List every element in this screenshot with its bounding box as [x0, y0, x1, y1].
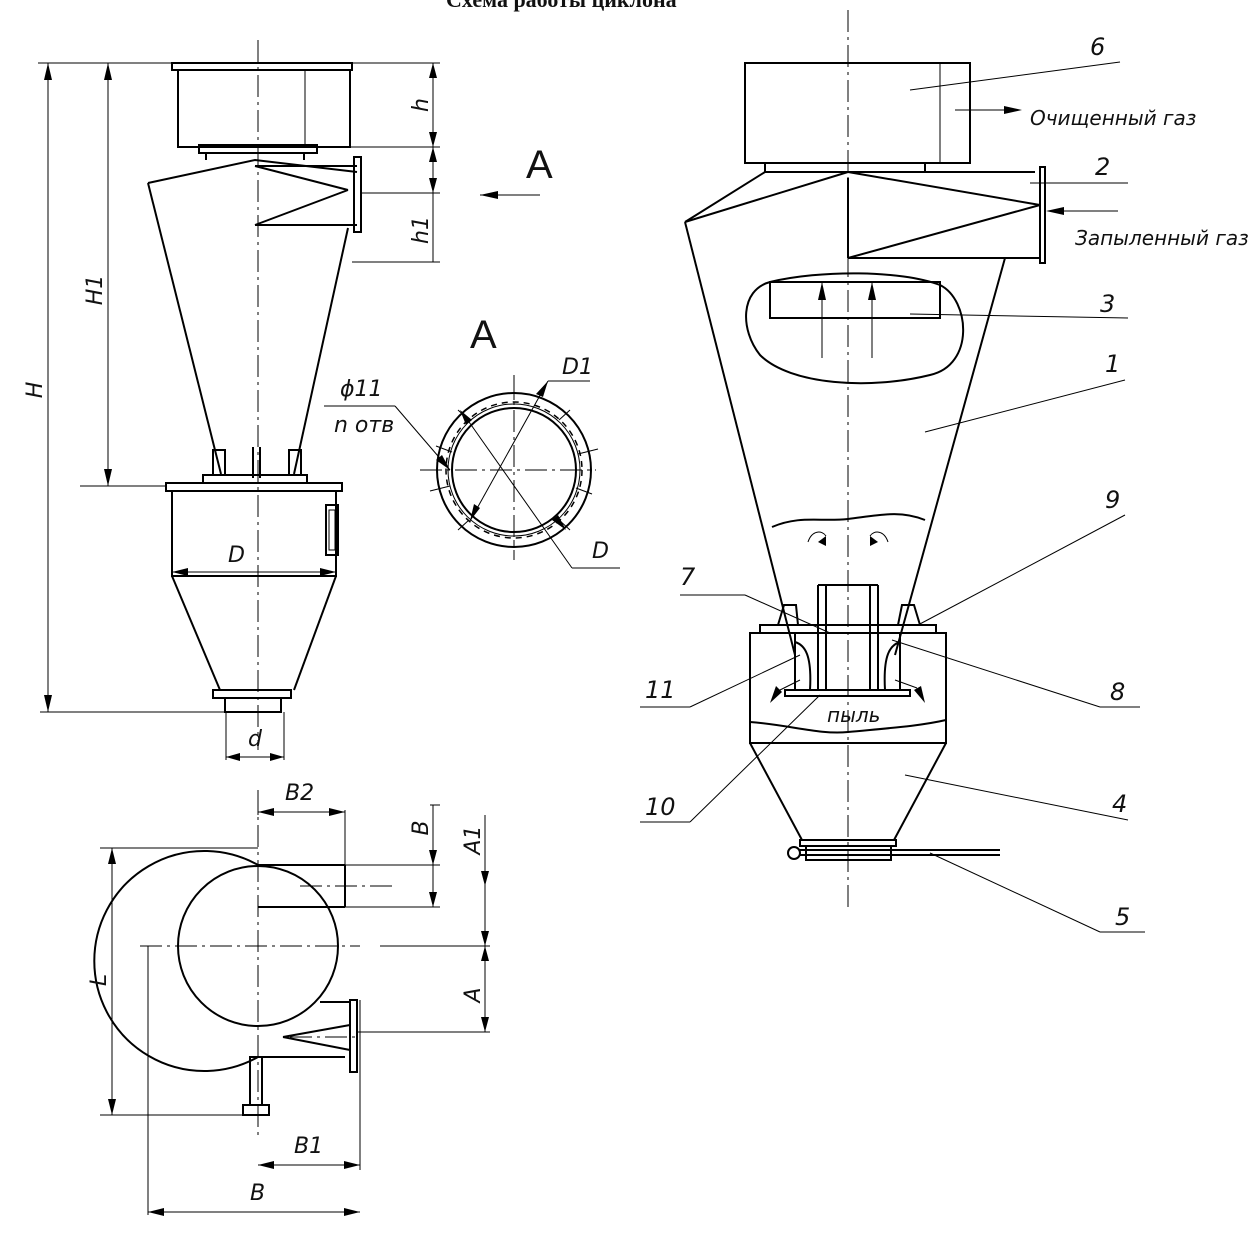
- dim-B: B: [250, 1181, 265, 1206]
- dim-d: d: [248, 727, 263, 752]
- dim-A1: A1: [461, 825, 486, 856]
- part-9: 9: [1105, 486, 1120, 514]
- part-4: 4: [1112, 790, 1127, 818]
- dim-B1: B1: [294, 1134, 323, 1159]
- dim-B-small: B: [409, 820, 434, 835]
- part-8: 8: [1110, 678, 1125, 706]
- dust-label: пыль: [827, 703, 880, 727]
- dim-H: H: [23, 382, 48, 399]
- dim-B2: B2: [285, 781, 314, 806]
- drawing-title: Схема работы циклона: [446, 0, 677, 12]
- part-11: 11: [645, 676, 676, 704]
- dim-H1: H1: [83, 275, 108, 306]
- operation-scheme: пыль Очищенный газ Запыленный газ 6 2 3 …: [640, 10, 1249, 933]
- hole-count: n отв: [334, 413, 394, 438]
- section-a-label: A: [470, 313, 497, 357]
- dim-h: h: [409, 98, 434, 112]
- dim-A: A: [461, 987, 486, 1004]
- part-3: 3: [1100, 290, 1115, 318]
- plan-view: B2 B A1 A L B1 B: [87, 781, 490, 1216]
- dim-D1: D1: [562, 355, 593, 380]
- part-1: 1: [1105, 350, 1120, 378]
- dim-L: L: [87, 974, 112, 986]
- part-2: 2: [1095, 153, 1110, 181]
- dim-D-flange: D: [592, 539, 609, 564]
- section-a-view: A D1 D ϕ11: [324, 313, 620, 569]
- part-6: 6: [1090, 33, 1105, 61]
- part-10: 10: [645, 793, 676, 821]
- clean-gas-label: Очищенный газ: [1030, 106, 1196, 130]
- part-7: 7: [680, 563, 696, 591]
- front-view: H H1 h h1 D d A: [23, 40, 553, 761]
- view-a-label: A: [526, 143, 553, 187]
- hole-diameter: ϕ11: [340, 377, 383, 402]
- part-5: 5: [1115, 903, 1130, 931]
- dusty-gas-label: Запыленный газ: [1075, 226, 1249, 250]
- dim-D: D: [228, 543, 245, 568]
- dim-h1: h1: [409, 216, 434, 244]
